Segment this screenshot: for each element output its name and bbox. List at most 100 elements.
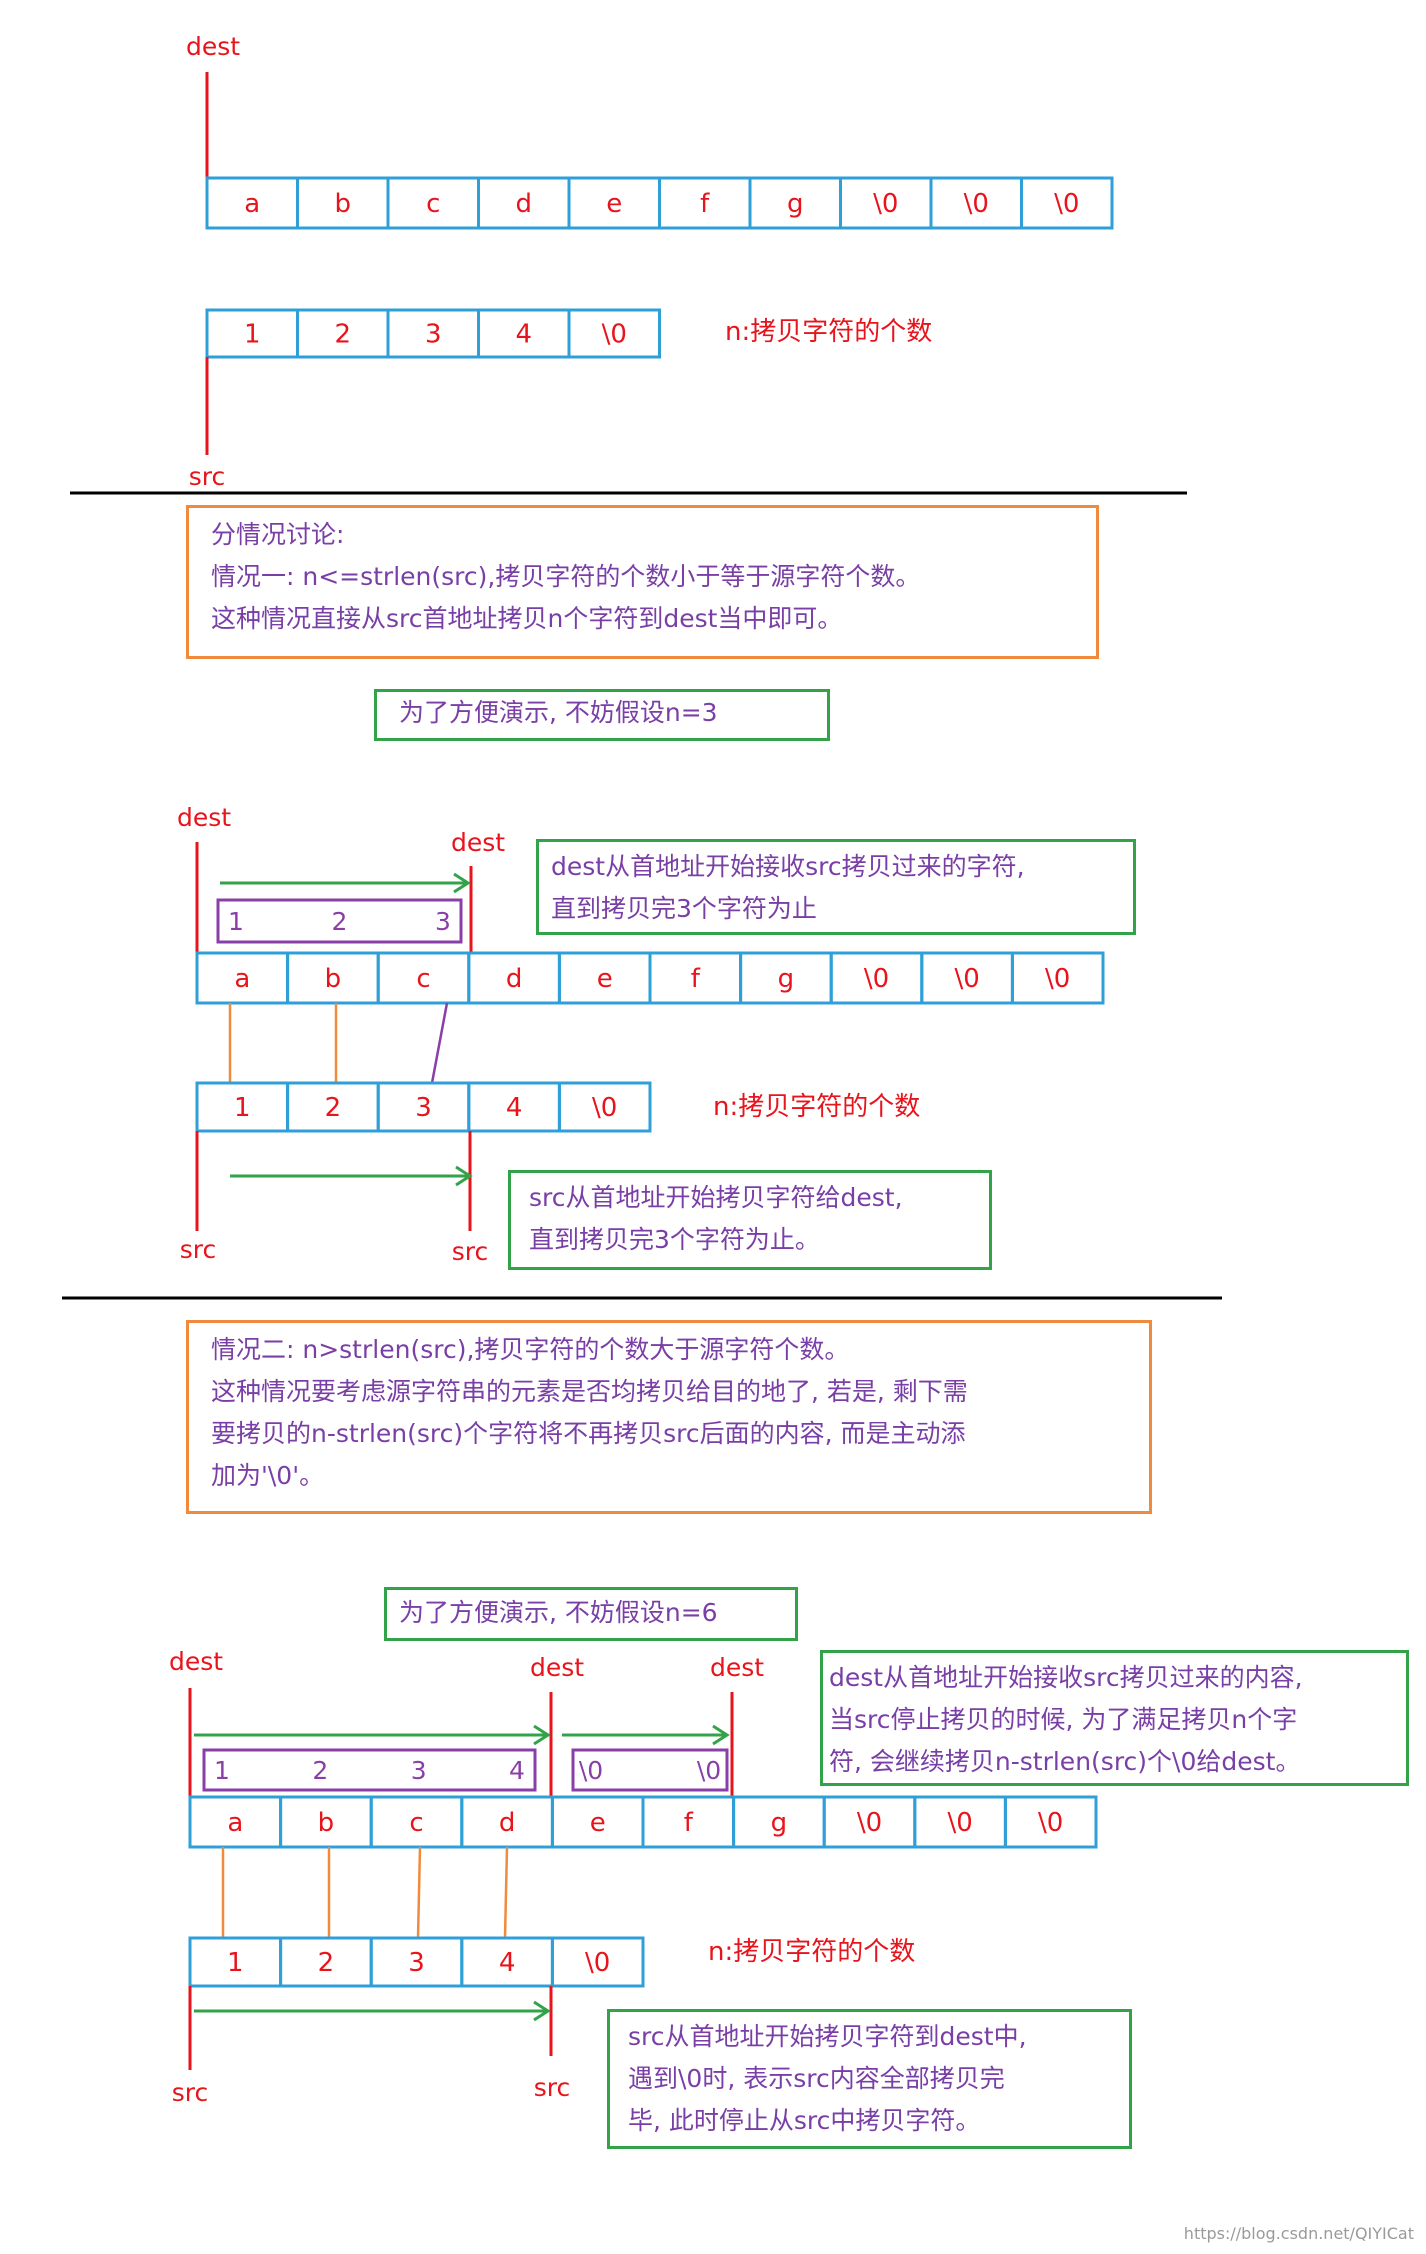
- dest-array-cell-label: e: [597, 964, 613, 994]
- note-line: 直到拷贝完3个字符为止: [551, 894, 817, 923]
- note-line: src从首地址开始拷贝字符到dest中,: [628, 2022, 1027, 2051]
- dest-array-cell-label: d: [506, 964, 523, 994]
- src-array-cell-label: \0: [602, 320, 627, 350]
- src-label: src: [172, 2078, 209, 2107]
- note-line: 分情况讨论:: [211, 520, 345, 549]
- src-array-cell: [557, 1081, 652, 1133]
- dest-array-cell-label: e: [606, 189, 622, 219]
- note-line: 为了方便演示, 不妨假设n=6: [399, 1598, 718, 1627]
- src-array-cell: [550, 1936, 645, 1988]
- src-label: src: [180, 1235, 217, 1264]
- copied-chars-box-label: 4: [509, 1756, 525, 1785]
- dest-label: dest: [530, 1653, 584, 1682]
- src-array-cell-label: 4: [515, 320, 532, 350]
- src-array-cell-label: 2: [325, 1093, 342, 1123]
- note-case-two: 情况二: n>strlen(src),拷贝字符的个数大于源字符个数。 这种情况要…: [186, 1320, 1152, 1514]
- src-array-cell-label: 2: [318, 1948, 335, 1978]
- n-caption: n:拷贝字符的个数: [725, 317, 932, 347]
- n-caption: n:拷贝字符的个数: [713, 1092, 920, 1122]
- note-src-copy-3: src从首地址开始拷贝字符给dest, 直到拷贝完3个字符为止。: [508, 1170, 992, 1270]
- copied-chars-box: [216, 898, 463, 944]
- dest-array-cell-label: d: [515, 189, 532, 219]
- dest-label: dest: [451, 828, 505, 857]
- dest-array-cell-label: g: [771, 1808, 788, 1838]
- dest-advance-arrow-head: [533, 1724, 551, 1746]
- note-assume-n3: 为了方便演示, 不妨假设n=3: [374, 689, 830, 741]
- dest-array-cell: [1020, 176, 1114, 230]
- note-line: dest从首地址开始接收src拷贝过来的内容,: [829, 1663, 1303, 1692]
- src-advance-arrow-head: [533, 2000, 551, 2022]
- src-array-cell-label: 4: [506, 1093, 523, 1123]
- filled-nul-box: [571, 1748, 729, 1792]
- note-case-one: 分情况讨论: 情况一: n<=strlen(src),拷贝字符的个数小于等于源字…: [186, 505, 1099, 659]
- dest-array-cell-label: c: [426, 189, 440, 219]
- dest-array-cell-label: \0: [864, 964, 889, 994]
- note-line: 这种情况要考虑源字符串的元素是否均拷贝给目的地了, 若是, 剩下需: [211, 1377, 968, 1406]
- note-line: 直到拷贝完3个字符为止。: [529, 1225, 820, 1254]
- dest-array-cell-label: c: [416, 964, 430, 994]
- dest-advance-arrow-head: [453, 872, 471, 894]
- copied-chars-box-label: 2: [312, 1756, 328, 1785]
- note-line: 要拷贝的n-strlen(src)个字符将不再拷贝src后面的内容, 而是主动添: [211, 1419, 966, 1448]
- dest-array-cell: [1003, 1795, 1098, 1849]
- copied-chars-box-label: 3: [411, 1756, 427, 1785]
- dest-array-cell-label: \0: [873, 189, 898, 219]
- src-array-cell-label: 4: [499, 1948, 516, 1978]
- copied-chars-box-label: 3: [435, 907, 451, 936]
- filled-nul-box-label: \0: [697, 1756, 721, 1785]
- src-array-cell-label: 1: [234, 1093, 251, 1123]
- watermark: https://blog.csdn.net/QIYICat: [1183, 2224, 1414, 2243]
- note-src-copy-6: src从首地址开始拷贝字符到dest中, 遇到\0时, 表示src内容全部拷贝完…: [607, 2009, 1132, 2149]
- src-array-cell-label: 3: [408, 1948, 425, 1978]
- src-label: src: [452, 1237, 489, 1266]
- copy-link: [416, 1846, 422, 1939]
- src-array-cell-label: 2: [334, 320, 351, 350]
- dest-array-cell-label: b: [334, 189, 351, 219]
- dest-label: dest: [186, 32, 240, 61]
- note-dest-receive-6: dest从首地址开始接收src拷贝过来的内容, 当src停止拷贝的时候, 为了满…: [820, 1650, 1409, 1786]
- dest-array-cell-label: \0: [1045, 964, 1070, 994]
- src-array-cell-label: \0: [585, 1948, 610, 1978]
- dest-advance-arrow-head: [712, 1724, 730, 1746]
- dest-label: dest: [710, 1653, 764, 1682]
- copied-chars-box: [202, 1748, 537, 1792]
- copied-chars-box-label: 2: [332, 907, 348, 936]
- src-array-cell-label: 3: [425, 320, 442, 350]
- filled-nul-box-label: \0: [579, 1756, 603, 1785]
- src-array-cell-label: 1: [227, 1948, 244, 1978]
- dest-array-cell-label: e: [590, 1808, 606, 1838]
- dest-array-cell-label: a: [227, 1808, 243, 1838]
- note-line: src从首地址开始拷贝字符给dest,: [529, 1183, 903, 1212]
- note-line: 当src停止拷贝的时候, 为了满足拷贝n个字: [829, 1705, 1298, 1734]
- note-line: 加为'\0'。: [211, 1461, 325, 1490]
- copy-link: [430, 1002, 449, 1084]
- dest-array-cell-label: \0: [954, 964, 979, 994]
- copied-chars-box-label: 1: [228, 907, 244, 936]
- dest-array-cell-label: f: [691, 964, 701, 994]
- src-array-cell-label: 3: [415, 1093, 432, 1123]
- dest-array-cell-label: a: [234, 964, 250, 994]
- dest-label: dest: [169, 1647, 223, 1676]
- note-dest-receive-3: dest从首地址开始接收src拷贝过来的字符, 直到拷贝完3个字符为止: [536, 839, 1136, 935]
- src-array-cell: [567, 308, 661, 359]
- dest-array-cell-label: a: [244, 189, 260, 219]
- src-label: src: [534, 2073, 571, 2102]
- note-line: 情况一: n<=strlen(src),拷贝字符的个数小于等于源字符个数。: [211, 562, 921, 591]
- copy-link: [503, 1846, 509, 1939]
- dest-array-cell-label: f: [684, 1808, 694, 1838]
- src-array-cell-label: \0: [592, 1093, 617, 1123]
- dest-array-cell-label: \0: [1054, 189, 1079, 219]
- dest-array-cell-label: c: [409, 1808, 423, 1838]
- copied-chars-box-label: 1: [214, 1756, 230, 1785]
- note-line: dest从首地址开始接收src拷贝过来的字符,: [551, 852, 1025, 881]
- note-line: 情况二: n>strlen(src),拷贝字符的个数大于源字符个数。: [211, 1335, 850, 1364]
- note-line: 为了方便演示, 不妨假设n=3: [399, 698, 718, 727]
- src-array-cell-label: 1: [244, 320, 261, 350]
- dest-array-cell-label: g: [787, 189, 804, 219]
- note-assume-n6: 为了方便演示, 不妨假设n=6: [384, 1587, 798, 1641]
- note-line: 符, 会继续拷贝n-strlen(src)个\0给dest。: [829, 1747, 1301, 1776]
- n-caption: n:拷贝字符的个数: [708, 1937, 915, 1967]
- note-line: 这种情况直接从src首地址拷贝n个字符到dest当中即可。: [211, 604, 843, 633]
